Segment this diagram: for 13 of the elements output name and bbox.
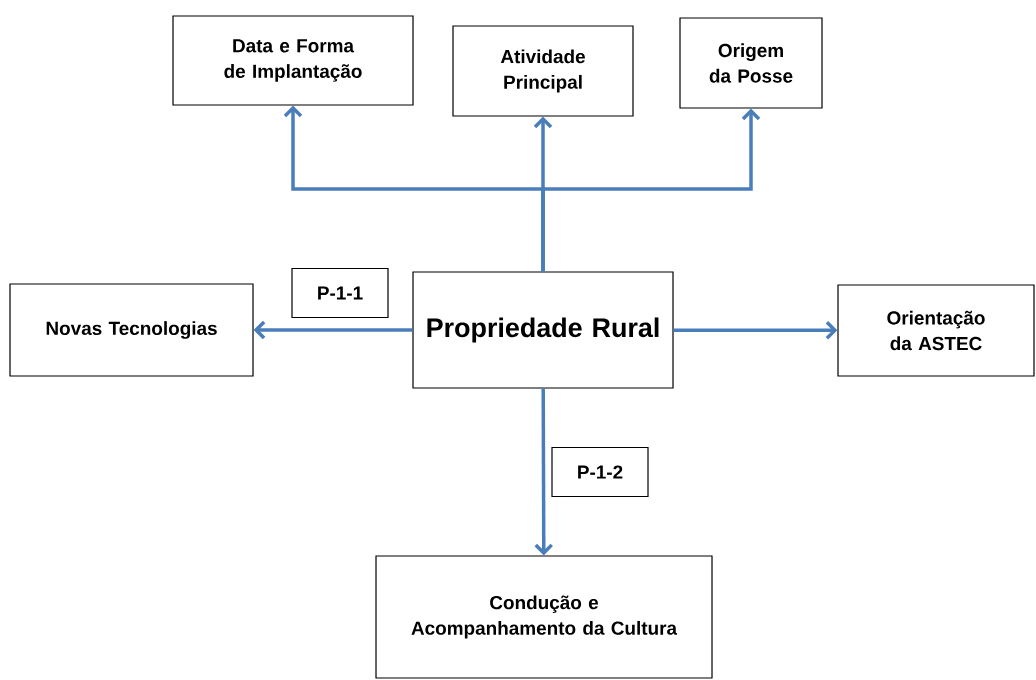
process-box: Condução e Acompanhamento da Cultura	[375, 555, 713, 679]
process-box: Origem da Posse	[679, 17, 823, 109]
process-box: Novas Tecnologias	[9, 283, 254, 377]
process-box: Propriedade Rural	[412, 271, 674, 389]
process-box: Orientação da ASTEC	[837, 284, 1035, 377]
arrow	[541, 108, 761, 272]
arrow	[253, 320, 413, 340]
arrow	[534, 388, 553, 556]
edge-label: P-1-2	[551, 446, 649, 498]
process-box: Atividade Principal	[452, 25, 634, 117]
process-box: Data e Forma de Implantação	[172, 15, 414, 106]
arrow	[673, 321, 838, 340]
edge-label: P-1-1	[291, 267, 389, 319]
